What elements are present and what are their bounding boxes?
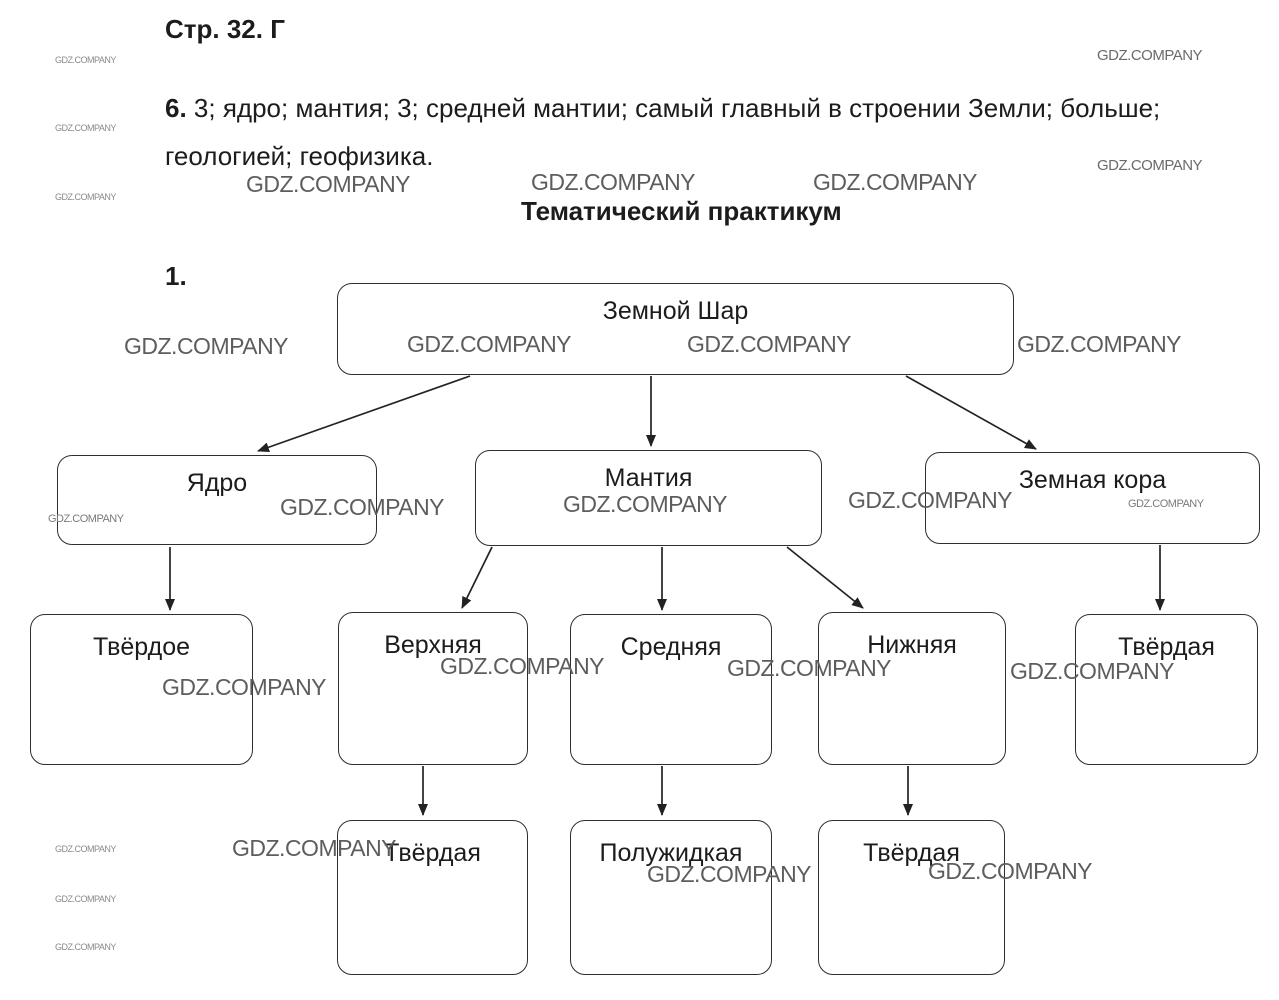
node-mantle-middle-label: Средняя bbox=[620, 633, 722, 661]
node-mantle-lower-label: Нижняя bbox=[867, 631, 957, 659]
node-mantle: Мантия bbox=[475, 450, 822, 546]
answer-number: 6. bbox=[165, 93, 187, 123]
answer-line-1: 6. 3; ядро; мантия; 3; средней мантии; с… bbox=[165, 84, 1205, 132]
watermark: GDZ.COMPANY bbox=[55, 55, 116, 65]
watermark: GDZ.COMPANY bbox=[55, 844, 116, 854]
watermark: GDZ.COMPANY bbox=[727, 655, 892, 681]
watermark: GDZ.COMPANY bbox=[1017, 331, 1182, 357]
arrow-edge bbox=[257, 375, 471, 453]
answer-text: 6. 3; ядро; мантия; 3; средней мантии; с… bbox=[165, 84, 1205, 180]
node-middle-semiliquid-label: Полужидкая bbox=[599, 839, 743, 867]
node-earth-crust-label: Земная кора bbox=[1018, 466, 1167, 494]
watermark: GDZ.COMPANY bbox=[531, 169, 696, 195]
watermark: GDZ.COMPANY bbox=[55, 192, 116, 202]
node-earth-globe: Земной Шар bbox=[337, 283, 1014, 375]
watermark: GDZ.COMPANY bbox=[407, 331, 572, 357]
node-earth-crust: Земная кора bbox=[925, 452, 1260, 544]
watermark: GDZ.COMPANY bbox=[848, 487, 1013, 513]
watermark: GDZ.COMPANY bbox=[1097, 47, 1203, 64]
node-lower-solid-label: Твёрдая bbox=[863, 839, 960, 867]
node-earth-globe-label: Земной Шар bbox=[602, 297, 749, 325]
watermark: GDZ.COMPANY bbox=[232, 835, 397, 861]
page-title: Стр. 32. Г bbox=[165, 14, 285, 44]
section-heading: Тематический практикум bbox=[521, 196, 842, 226]
node-mantle-upper: Верхняя bbox=[338, 612, 528, 765]
node-core: Ядро bbox=[57, 455, 377, 545]
watermark: GDZ.COMPANY bbox=[687, 331, 852, 357]
node-crust-solid-label: Твёрдая bbox=[1118, 633, 1215, 661]
watermark: GDZ.COMPANY bbox=[928, 858, 1093, 884]
watermark: GDZ.COMPANY bbox=[55, 894, 116, 904]
watermark: GDZ.COMPANY bbox=[246, 171, 411, 197]
watermark: GDZ.COMPANY bbox=[55, 123, 116, 133]
watermark: GDZ.COMPANY bbox=[440, 653, 605, 679]
node-upper-solid-label: Твёрдая bbox=[384, 839, 481, 867]
watermark: GDZ.COMPANY bbox=[55, 942, 116, 952]
arrow-edge bbox=[461, 546, 493, 609]
node-mantle-lower: Нижняя bbox=[818, 612, 1006, 765]
watermark: GDZ.COMPANY bbox=[1010, 658, 1175, 684]
watermark: GDZ.COMPANY bbox=[647, 861, 812, 887]
node-mantle-upper-label: Верхняя bbox=[384, 631, 482, 659]
node-mantle-middle: Средняя bbox=[570, 614, 772, 765]
answer-line-2: геологией; геофизика. bbox=[165, 141, 434, 171]
arrow-edge bbox=[786, 546, 864, 609]
watermark: GDZ.COMPANY bbox=[280, 494, 445, 520]
node-upper-solid: Твёрдая bbox=[337, 820, 528, 975]
watermark: GDZ.COMPANY bbox=[563, 491, 728, 517]
node-mantle-label: Мантия bbox=[604, 464, 693, 492]
arrow-edge bbox=[905, 375, 1037, 450]
watermark: GDZ.COMPANY bbox=[813, 169, 978, 195]
node-middle-semiliquid: Полужидкая bbox=[570, 820, 772, 975]
watermark: GDZ.COMPANY bbox=[1128, 498, 1204, 510]
node-lower-solid: Твёрдая bbox=[818, 820, 1005, 975]
watermark: GDZ.COMPANY bbox=[48, 513, 124, 525]
answer-line-1-text: 3; ядро; мантия; 3; средней мантии; самы… bbox=[193, 93, 1161, 123]
watermark: GDZ.COMPANY bbox=[124, 333, 289, 359]
node-crust-solid: Твёрдая bbox=[1075, 614, 1258, 765]
node-core-solid: Твёрдое bbox=[30, 614, 253, 765]
task-number: 1. bbox=[165, 261, 187, 291]
node-core-label: Ядро bbox=[186, 469, 248, 497]
watermark: GDZ.COMPANY bbox=[162, 674, 327, 700]
watermark: GDZ.COMPANY bbox=[1097, 157, 1203, 174]
node-core-solid-label: Твёрдое bbox=[92, 633, 191, 661]
